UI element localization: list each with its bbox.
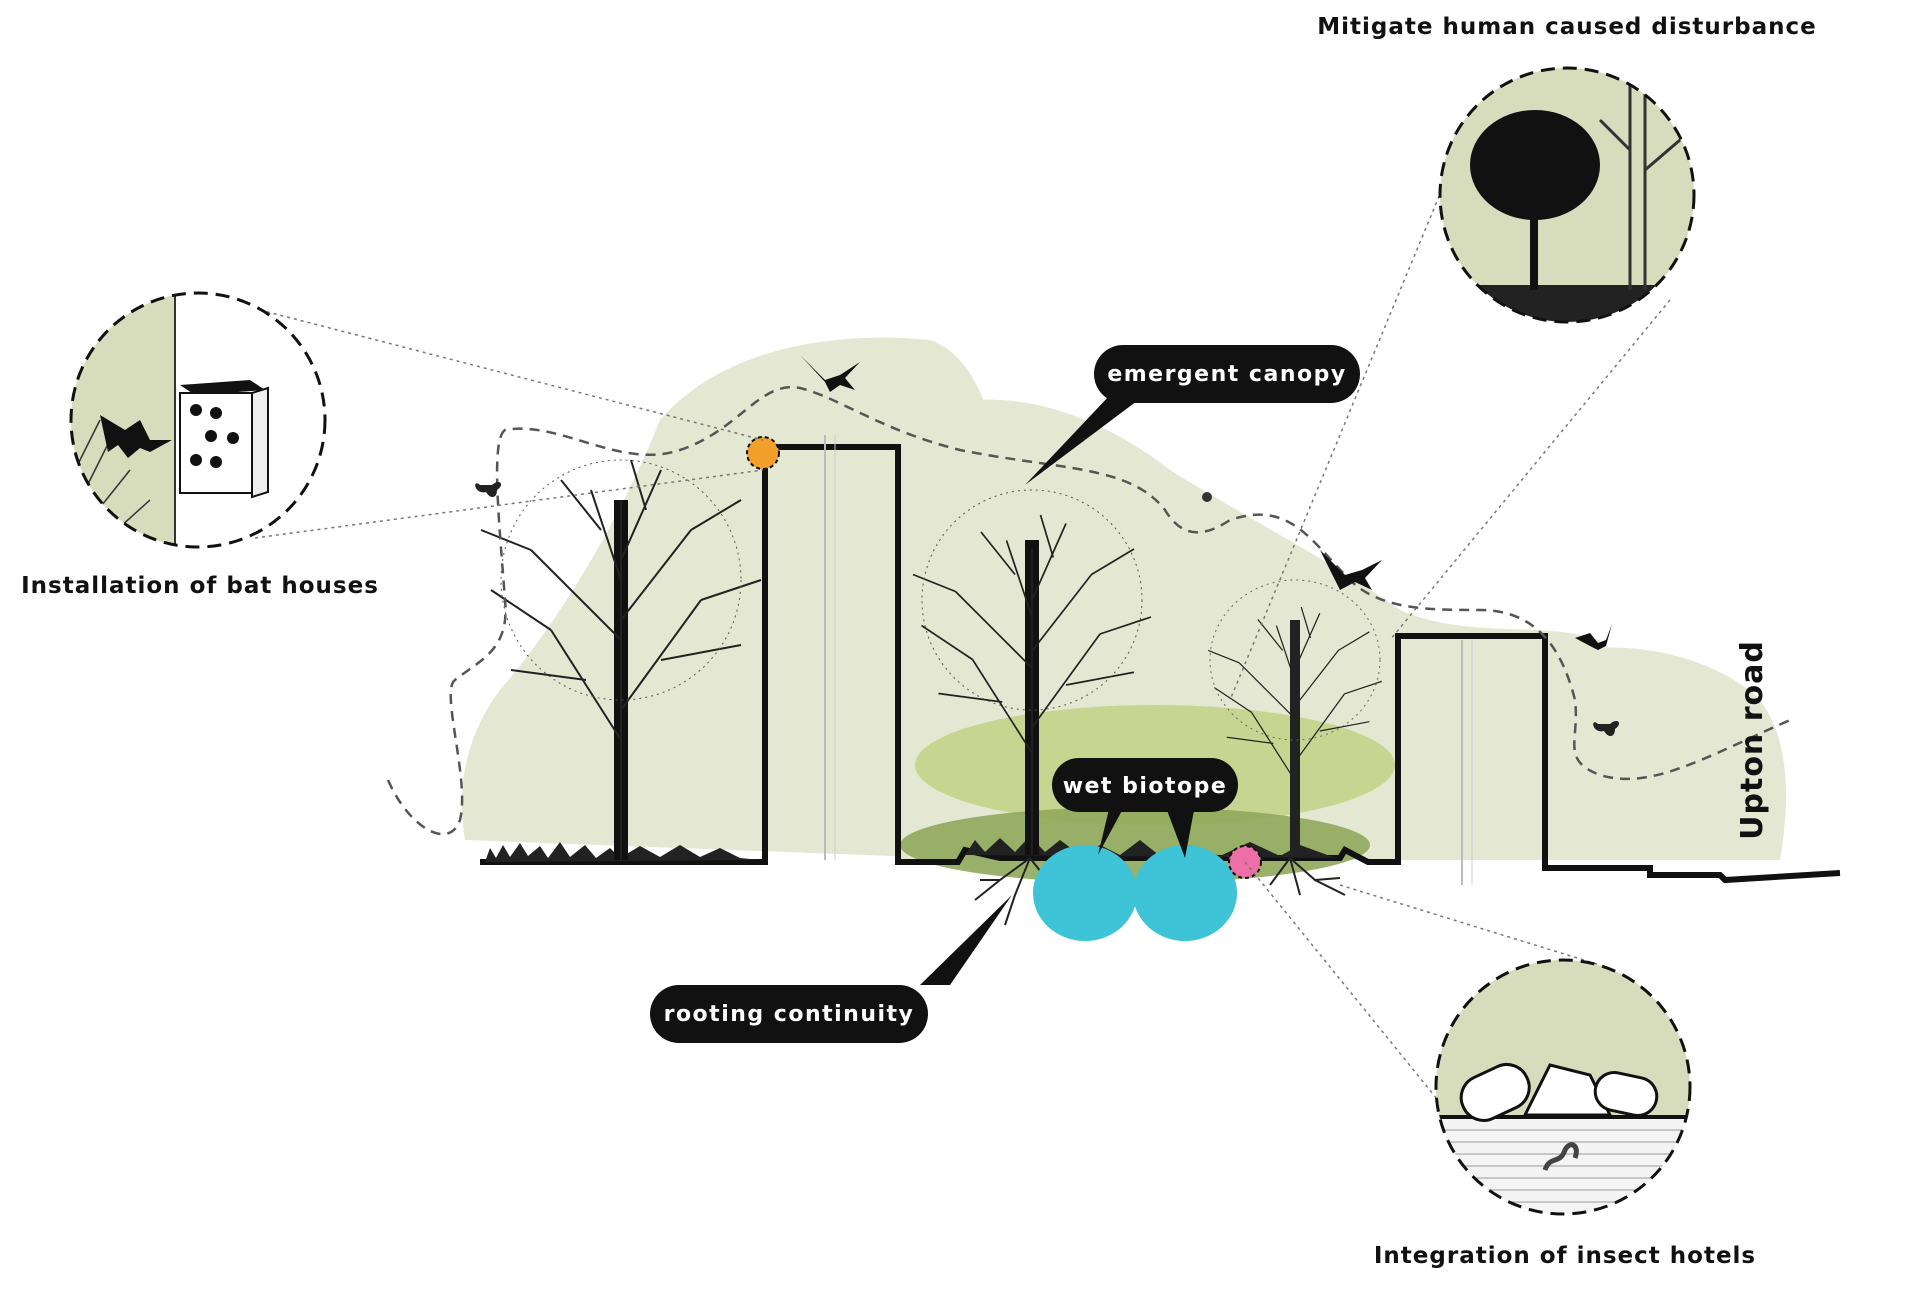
tree-icon-right (1207, 579, 1383, 856)
tree-icon-center (912, 489, 1152, 856)
bat-house-icon (179, 380, 269, 499)
roots-left (974, 857, 1056, 926)
leader-lines (254, 169, 1671, 1116)
habitat-zone-left (461, 337, 1003, 860)
insect-hotel-detail (1434, 958, 1692, 1216)
bat-icon (1575, 624, 1612, 650)
roots-right (1269, 857, 1346, 896)
bat-house-marker (746, 436, 780, 470)
bat-icon-detail (100, 415, 172, 458)
wet-biotope-pond-right (1133, 845, 1237, 941)
callout-wet-biotope: wet biotope (1052, 758, 1238, 858)
wet-biotope-pond-left (1033, 845, 1137, 941)
mitigation-detail (1438, 66, 1696, 324)
bird-icon-right (1320, 550, 1382, 590)
bird-icon (800, 355, 860, 392)
tree-icon (480, 459, 762, 861)
grass-strip-left (485, 842, 760, 862)
worm-icon (1542, 1142, 1579, 1172)
insect-icon (1202, 492, 1212, 502)
callout-wet-biotope-text: wet biotope (1063, 774, 1228, 799)
callout-rooting-continuity: rooting continuity (650, 895, 1012, 1043)
section-ground-line (480, 444, 1841, 884)
butterfly-icon (475, 482, 502, 498)
butterfly-icon-right (1593, 721, 1620, 737)
bat-house-detail (69, 291, 327, 549)
flight-path (386, 385, 1791, 836)
label-insect-hotels: Integration of insect hotels (1374, 1243, 1756, 1269)
callout-emergent-canopy-text: emergent canopy (1107, 362, 1346, 387)
callout-rooting-continuity-text: rooting continuity (664, 1002, 915, 1027)
habitat-zone-right (1560, 647, 1786, 860)
label-bat-houses: Installation of bat houses (21, 573, 379, 599)
label-mitigate-disturbance: Mitigate human caused disturbance (1317, 14, 1816, 40)
label-upton-road: Upton road (1735, 640, 1770, 840)
insect-hotel-icon (1459, 1063, 1659, 1122)
callout-emergent-canopy: emergent canopy (1025, 345, 1360, 485)
